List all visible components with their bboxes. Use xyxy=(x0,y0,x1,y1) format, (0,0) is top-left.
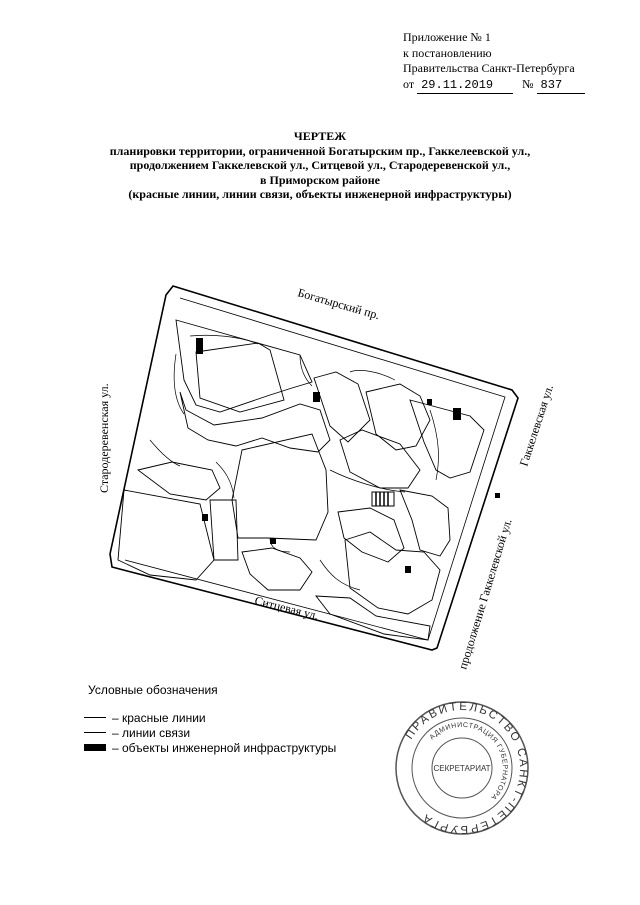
infra-object-1 xyxy=(196,338,203,354)
title-line-5: (красные линии, линии связи, объекты инж… xyxy=(128,187,512,201)
document-title: ЧЕРТЕЖ планировки территории, ограниченн… xyxy=(60,129,580,202)
substation-object xyxy=(371,491,395,507)
annex-line-2: к постановлению xyxy=(403,45,492,60)
infrastructure-objects xyxy=(196,338,500,573)
annex-date-line: от 29.11.2019 № 837 xyxy=(403,76,585,94)
communication-lines xyxy=(149,334,439,591)
infra-object-4 xyxy=(453,408,461,420)
stamp-center-text: СЕКРЕТАРИАТ xyxy=(433,764,490,773)
street-sittsevaya: Ситцевая ул. xyxy=(253,593,320,622)
legend-row-comm-lines: – линии связи xyxy=(84,725,336,740)
infra-object-5 xyxy=(495,493,500,498)
date-prefix: от xyxy=(403,76,415,91)
street-gakkelevskaya-extension: продолжение Гаккелевской ул. xyxy=(455,517,514,671)
building-blocks xyxy=(117,319,485,641)
title-line-1: ЧЕРТЕЖ xyxy=(293,129,347,143)
infra-object-7 xyxy=(270,538,276,544)
street-staroderevenskaya: Стародеревенская ул. xyxy=(97,383,111,493)
legend: Условные обозначения – красные линии – л… xyxy=(84,683,336,756)
infra-object-symbol xyxy=(84,744,106,751)
infra-object-8 xyxy=(405,566,411,573)
infra-object-3 xyxy=(427,399,432,405)
red-line-inner xyxy=(124,297,506,641)
resolution-number: 837 xyxy=(536,78,585,94)
title-line-4: в Приморском районе xyxy=(260,172,380,187)
legend-row-red-lines: – красные линии xyxy=(84,710,336,725)
street-bogatyrsky: Богатырский пр. xyxy=(296,285,381,322)
territory-boundary xyxy=(109,285,519,651)
red-line-symbol xyxy=(84,717,106,718)
official-stamp: ПРАВИТЕЛЬСТВО САНКТ-ПЕТЕРБУРГА АДМИНИСТР… xyxy=(395,701,529,835)
number-prefix: № xyxy=(522,76,534,91)
infra-object-6 xyxy=(202,514,208,521)
comm-line-symbol xyxy=(84,732,106,733)
legend-row-objects: – объекты инженерной инфраструктуры xyxy=(84,740,337,755)
legend-objects: – объекты инженерной инфраструктуры xyxy=(112,740,337,755)
title-line-2: планировки территории, ограниченной Бога… xyxy=(109,143,531,158)
title-line-3: продолжением Гаккелевской ул., Ситцевой … xyxy=(129,158,511,172)
annex-block: Приложение № 1 к постановлению Правитель… xyxy=(403,30,585,94)
annex-line-1: Приложение № 1 xyxy=(403,30,491,44)
legend-title: Условные обозначения xyxy=(88,683,218,697)
legend-comm-lines: – линии связи xyxy=(112,725,191,740)
legend-red-lines: – красные линии xyxy=(112,710,206,725)
infra-object-2 xyxy=(313,392,320,402)
street-gakkelevskaya: Гаккелевская ул. xyxy=(517,383,557,468)
resolution-date: 29.11.2019 xyxy=(417,78,514,94)
annex-line-3: Правительства Санкт-Петербурга xyxy=(403,61,575,75)
